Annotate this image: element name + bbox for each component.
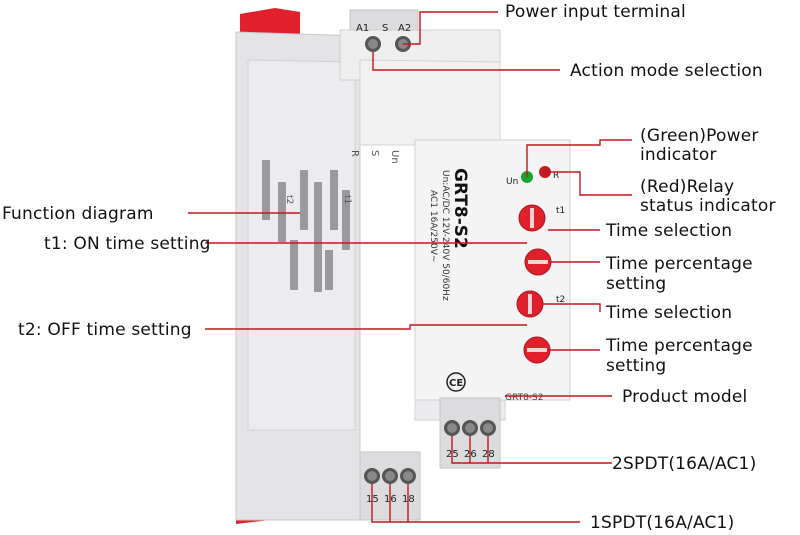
led-r-label: R [553, 171, 559, 181]
callout-time-percentage-top-2: setting [606, 274, 667, 294]
callout-time-percentage-bottom-2: setting [606, 356, 667, 376]
callout-action-mode-selection: Action mode selection [570, 61, 763, 81]
side-label-s: S [369, 150, 380, 156]
function-diagram-graphic [262, 160, 350, 292]
side-label-t1: t1 [342, 195, 352, 204]
side-label-r: R [349, 150, 360, 157]
callout-green-power-indicator-2: indicator [640, 145, 717, 165]
dial-t1-percentage[interactable] [524, 248, 552, 276]
callout-red-relay-status-1: (Red)Relay [640, 177, 735, 197]
callout-time-selection-top: Time selection [606, 221, 733, 241]
callout-product-model: Product model [622, 387, 748, 407]
dial-t1-label: t1 [556, 206, 565, 216]
dial-t2-percentage[interactable] [523, 336, 551, 364]
callout-function-diagram: Function diagram [2, 204, 154, 224]
side-label-t2: t2 [284, 195, 294, 204]
dial-t2-label: t2 [556, 295, 565, 305]
callout-t1-on-time: t1: ON time setting [44, 234, 211, 254]
callout-time-percentage-top-1: Time percentage [606, 254, 753, 274]
callout-time-selection-bottom: Time selection [606, 303, 733, 323]
bottom-screws-left [364, 468, 416, 484]
led-un-label: Un [506, 177, 518, 187]
top-red-cap [240, 8, 300, 40]
callout-2spdt: 2SPDT(16A/AC1) [612, 454, 757, 474]
callout-red-relay-status-2: status indicator [640, 196, 776, 216]
side-label-un: Un [389, 150, 400, 164]
dial-t1-time-selection[interactable] [518, 204, 546, 232]
dial-t2-time-selection[interactable] [516, 290, 544, 318]
terminal-a2: A2 [398, 23, 411, 34]
terminal-s: S [382, 23, 388, 34]
ce-mark: CE [446, 372, 466, 392]
front-model-label: GRT8-S2 [505, 393, 543, 403]
leader-lines [188, 11, 632, 523]
callout-t2-off-time: t2: OFF time setting [18, 320, 192, 340]
callout-1spdt: 1SPDT(16A/AC1) [590, 513, 735, 533]
callout-time-percentage-bottom-1: Time percentage [606, 336, 753, 356]
callout-power-input-terminal: Power input terminal [505, 2, 686, 22]
front-rating-1: Un:AC/DC 12V-240V 50/60Hz [440, 170, 450, 301]
callout-green-power-indicator-1: (Green)Power [640, 126, 759, 146]
front-model-name: GRT8-S2 [450, 168, 470, 249]
ce-mark-text: CE [449, 378, 463, 389]
front-rating-2: AC1 16A/250V~ [428, 190, 438, 262]
terminal-a1: A1 [356, 23, 369, 34]
bottom-screws-right [444, 420, 496, 436]
